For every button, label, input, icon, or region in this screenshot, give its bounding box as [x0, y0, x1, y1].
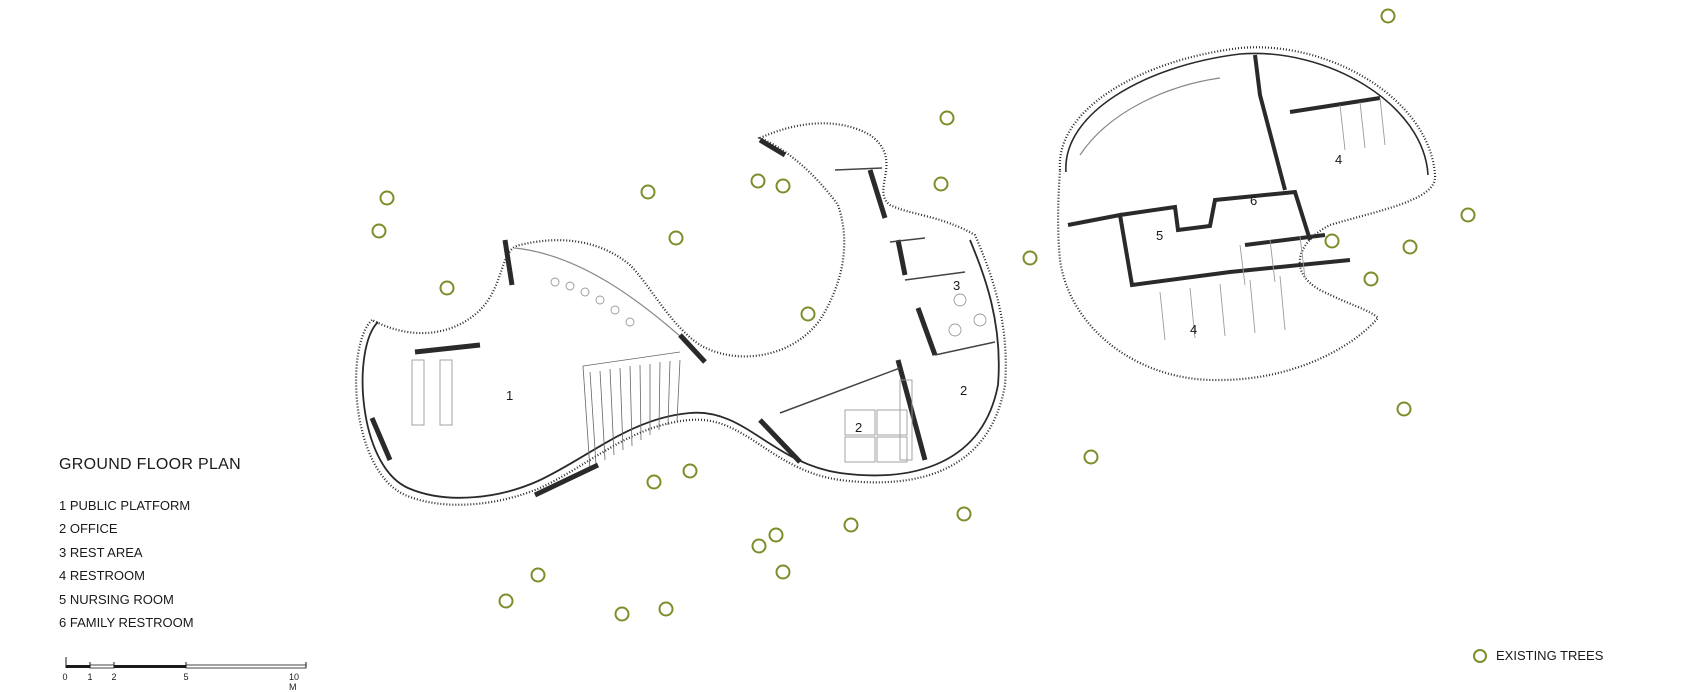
- scale-label-1: 1: [87, 672, 93, 682]
- tree-marker: [1083, 449, 1099, 465]
- wall-segments: [369, 137, 938, 498]
- scale-label-2: 2: [111, 672, 117, 682]
- scale-label-5: 5: [183, 672, 189, 682]
- tree-marker: [775, 178, 791, 194]
- tree-marker: [682, 463, 698, 479]
- scale-bar-graphic: [65, 657, 307, 669]
- tree-marker: [640, 184, 656, 200]
- plan-legend: GROUND FLOOR PLAN 1 PUBLIC PLATFORM 2 OF…: [59, 456, 241, 634]
- tree-marker: [933, 176, 949, 192]
- legend-item: 4 RESTROOM: [59, 568, 145, 584]
- tree-marker: [1396, 401, 1412, 417]
- plan-title: GROUND FLOOR PLAN: [59, 456, 242, 473]
- legend-item: 1 PUBLIC PLATFORM: [59, 498, 191, 513]
- room-label-restroom-a: 4: [1335, 152, 1342, 167]
- tree-marker: [439, 280, 455, 296]
- office-furniture: [411, 277, 987, 463]
- legend-item: 2 OFFICE: [59, 521, 118, 537]
- scale-label-10: 10 M: [289, 672, 300, 692]
- scale-bar: 0 1 2 5 10 M: [60, 655, 310, 692]
- left-building: [355, 122, 1007, 506]
- restroom-walls: [1067, 54, 1381, 288]
- tree-marker: [1363, 271, 1379, 287]
- right-building-outline: [1065, 52, 1429, 176]
- tree-circle-icon: [1473, 648, 1487, 663]
- room-label-rest-area: 3: [953, 278, 960, 293]
- tree-marker: [530, 567, 546, 583]
- tree-key-label: EXISTING TREES: [1496, 648, 1604, 663]
- tree-marker: [614, 606, 630, 622]
- right-building: [1057, 46, 1437, 382]
- tree-marker: [843, 517, 859, 533]
- room-label-restroom-b: 4: [1190, 322, 1197, 337]
- tree-marker: [1380, 8, 1396, 24]
- room-labels: 1 2 2 3 4 4 5 6: [506, 152, 1342, 435]
- left-building-outline: [361, 239, 1000, 499]
- tree-marker: [751, 538, 767, 554]
- room-label-platform: 1: [506, 388, 513, 403]
- room-label-office-a: 2: [855, 420, 862, 435]
- office-partitions: [779, 167, 996, 414]
- tree-marker: [668, 230, 684, 246]
- tree-marker: [956, 506, 972, 522]
- legend-item: 5 NURSING ROOM: [59, 591, 174, 607]
- restroom-stalls: [1159, 97, 1386, 341]
- existing-trees: [371, 8, 1476, 622]
- tree-marker: [1402, 239, 1418, 255]
- room-label-family: 6: [1250, 193, 1257, 208]
- legend-item: 6 FAMILY RESTROOM: [59, 615, 194, 631]
- reception-curve-wall: [1079, 77, 1221, 156]
- legend-item: 3 REST AREA: [59, 544, 143, 560]
- tree-marker: [800, 306, 816, 322]
- tree-marker: [371, 223, 387, 239]
- room-key-list: 1 PUBLIC PLATFORM 2 OFFICE 3 REST AREA 4…: [59, 494, 241, 634]
- tree-marker: [498, 593, 514, 609]
- room-label-office-b: 2: [960, 383, 967, 398]
- tree-marker: [768, 527, 784, 543]
- stair: [582, 351, 681, 471]
- left-building-shell: [355, 122, 1007, 506]
- scale-label-0: 0: [62, 672, 68, 682]
- tree-marker: [646, 474, 662, 490]
- tree-key: EXISTING TREES: [1473, 648, 1603, 663]
- tree-marker: [1460, 207, 1476, 223]
- tree-marker: [658, 601, 674, 617]
- tree-marker: [775, 564, 791, 580]
- room-label-nursing: 5: [1156, 228, 1163, 243]
- tree-marker: [750, 173, 766, 189]
- tree-marker: [379, 190, 395, 206]
- tree-marker: [1022, 250, 1038, 266]
- tree-marker: [939, 110, 955, 126]
- tree-marker: [1324, 233, 1340, 249]
- platform-curve-wall: [514, 247, 691, 346]
